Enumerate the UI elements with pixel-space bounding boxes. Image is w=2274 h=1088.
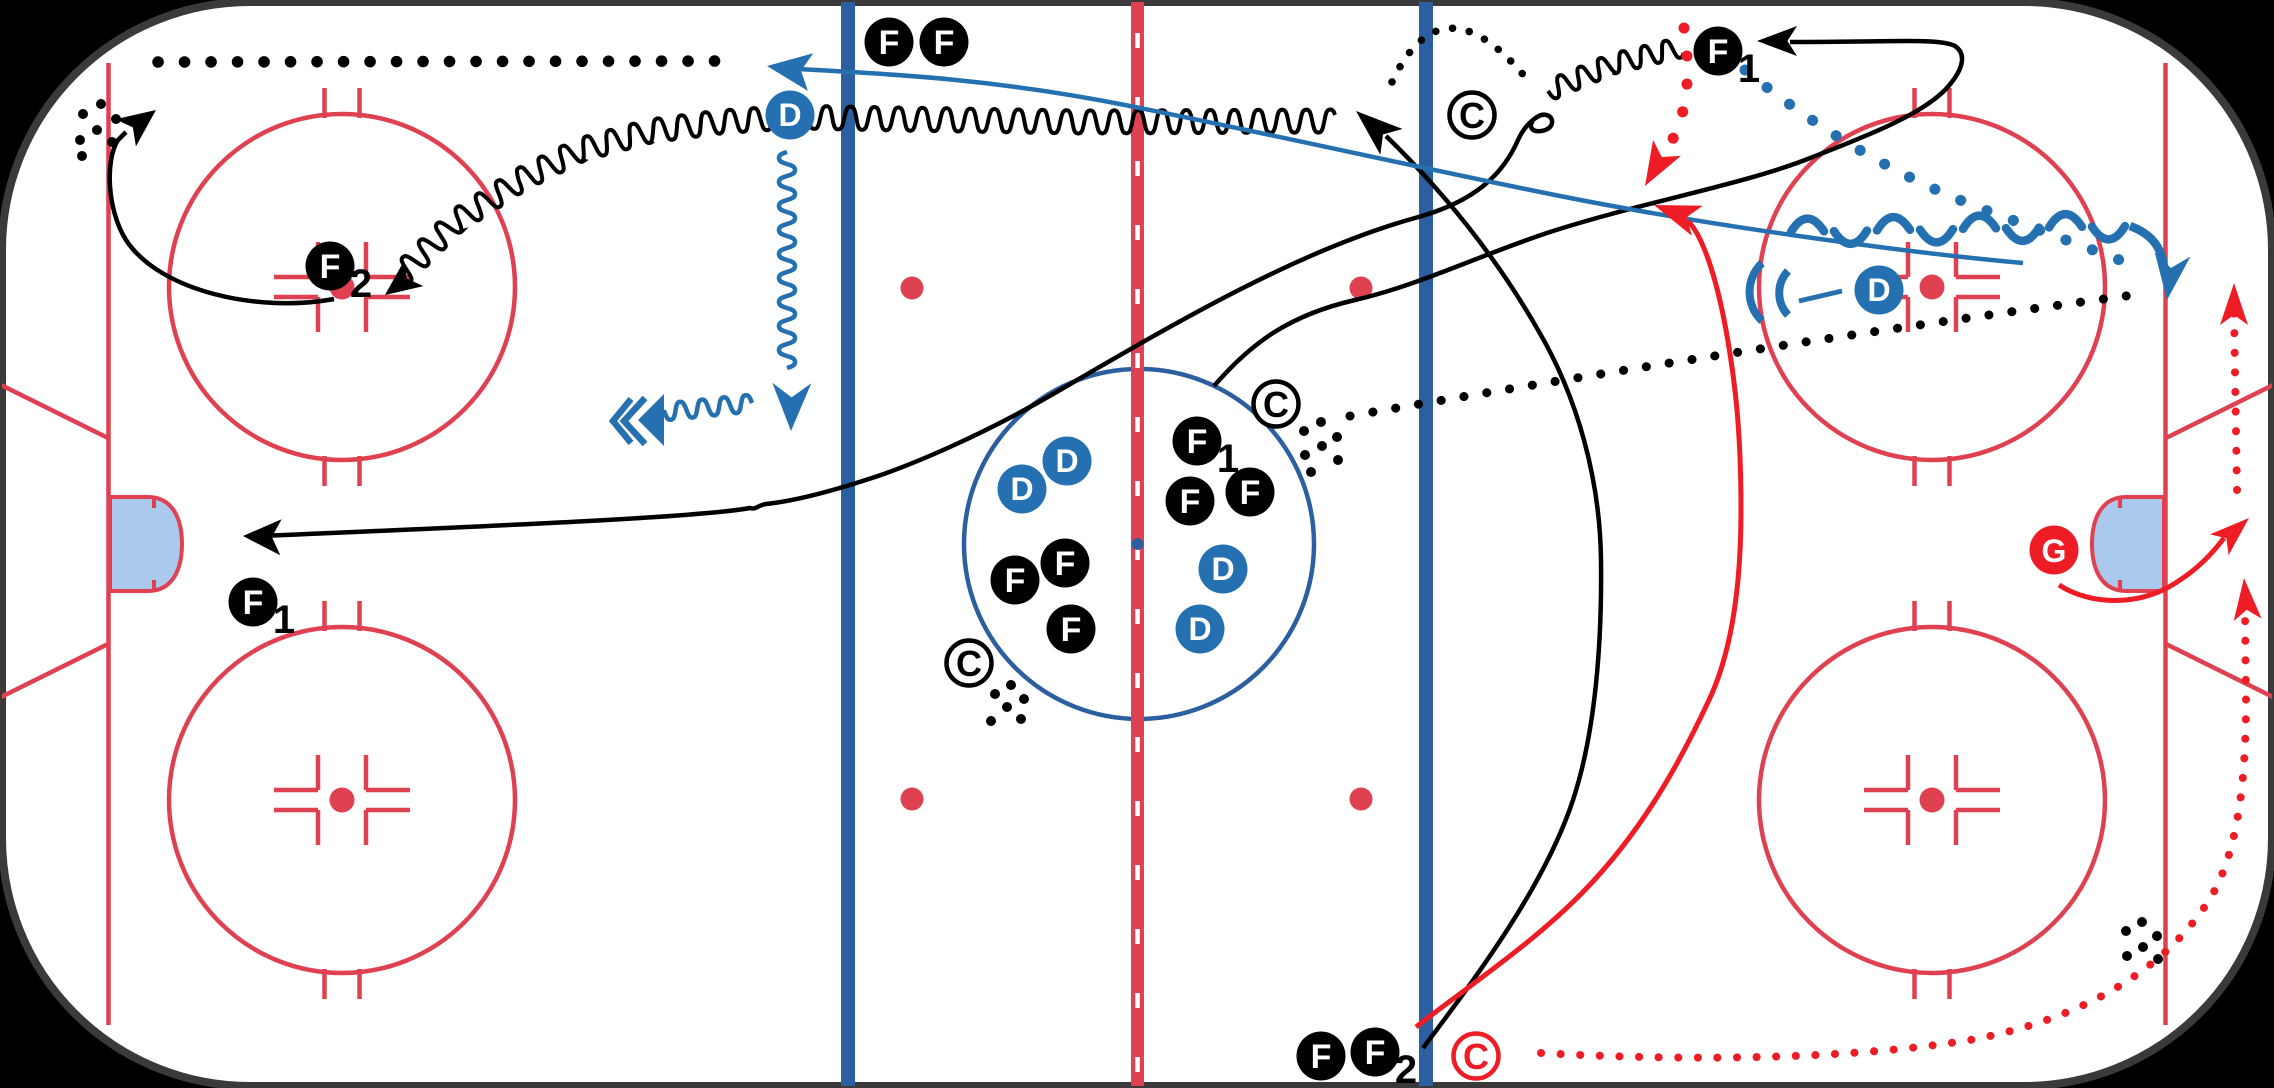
svg-text:F: F [1708,33,1729,71]
svg-text:C: C [1459,95,1485,136]
svg-text:F: F [1055,545,1076,583]
svg-text:C: C [1263,384,1289,425]
svg-text:F: F [1365,1034,1386,1072]
svg-text:D: D [1010,471,1033,507]
svg-text:G: G [2042,533,2067,569]
svg-text:F: F [879,24,900,62]
svg-text:D: D [1188,611,1211,647]
svg-text:C: C [1463,1036,1489,1077]
svg-text:F: F [1311,1038,1332,1076]
svg-text:F: F [1005,562,1026,600]
svg-text:C: C [956,643,982,684]
svg-text:1: 1 [1217,437,1239,481]
svg-text:D: D [1211,551,1234,587]
svg-text:F: F [243,584,264,622]
svg-text:D: D [778,97,801,133]
svg-text:F: F [1061,611,1082,649]
svg-text:2: 2 [350,262,372,306]
svg-text:F: F [1240,474,1261,512]
svg-text:D: D [1055,443,1078,479]
svg-text:D: D [1867,272,1890,308]
svg-text:F: F [320,248,341,286]
svg-text:F: F [1187,423,1208,461]
svg-text:1: 1 [1738,47,1760,91]
svg-text:F: F [1180,483,1201,521]
svg-text:F: F [934,24,955,62]
svg-text:2: 2 [1395,1048,1417,1088]
svg-text:1: 1 [273,598,295,642]
